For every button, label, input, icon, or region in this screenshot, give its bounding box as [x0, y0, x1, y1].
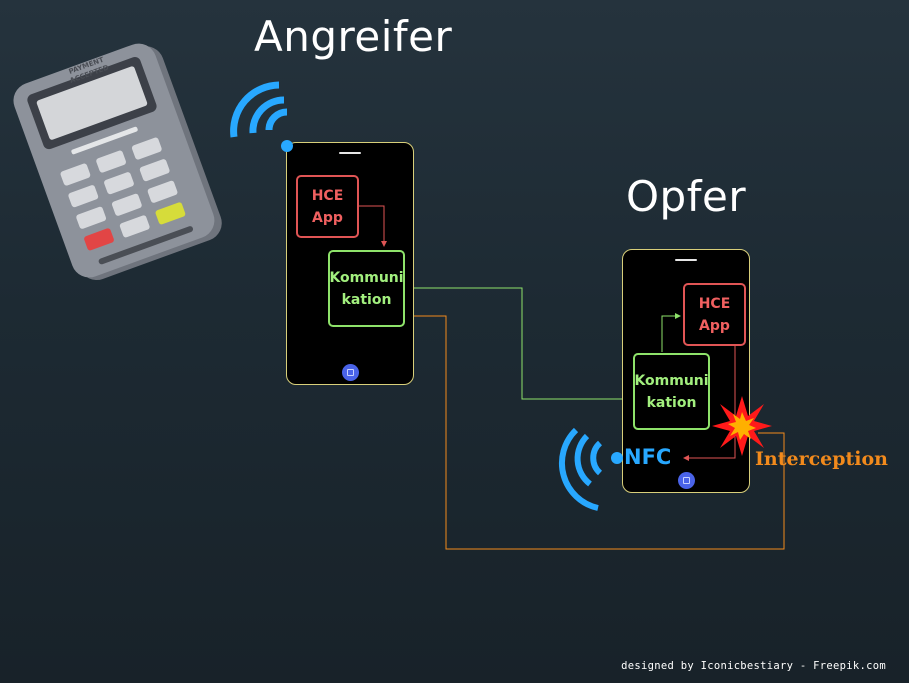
home-button-icon: [677, 472, 695, 489]
nfc-label: NFC: [624, 445, 672, 469]
interception-burst-icon: [712, 396, 772, 456]
attacker-hce-to-communication: [359, 205, 387, 247]
home-button-icon: [341, 364, 359, 381]
attacker-hce-app-box: HCE App: [296, 175, 359, 238]
victim-hce-to-nfc: [683, 346, 736, 461]
victim-wireless-icon: [558, 427, 603, 511]
attacker-wireless-icon: [230, 81, 288, 138]
victim-heading: Opfer: [626, 172, 747, 221]
victim-wireless-dot: [611, 452, 623, 464]
attacker-phone: [286, 142, 414, 385]
interception-label: Interception: [755, 448, 888, 470]
victim-communication-box: Kommuni kation: [633, 353, 710, 430]
victim-phone: [622, 249, 750, 493]
victim-communication-to-hce: [661, 313, 681, 352]
speaker-grille: [339, 152, 361, 154]
link-attacker-to-victim: [406, 287, 631, 402]
speaker-grille: [675, 259, 697, 261]
victim-hce-app-box: HCE App: [683, 283, 746, 346]
link-interception-loop: [407, 313, 785, 550]
attacker-communication-box: Kommuni kation: [328, 250, 405, 327]
attacker-wireless-dot: [281, 140, 293, 152]
attacker-heading: Angreifer: [254, 12, 453, 61]
credit-text: designed by Iconicbestiary - Freepik.com: [621, 660, 886, 672]
